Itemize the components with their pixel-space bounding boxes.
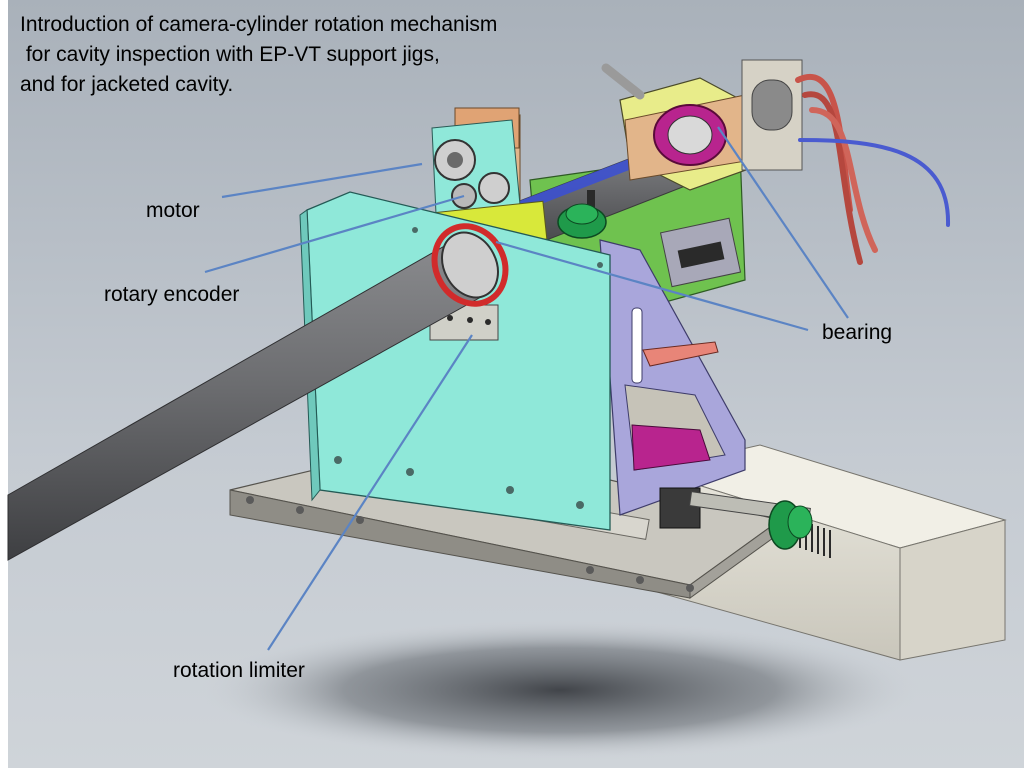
floor-shadow bbox=[200, 620, 920, 760]
main-cylinder bbox=[7, 223, 509, 561]
limiter-callout-line bbox=[267, 334, 473, 651]
side-frame bbox=[599, 239, 746, 516]
callout-bearing: bearing bbox=[822, 321, 893, 344]
adjuster-rail bbox=[659, 487, 813, 550]
bearing-callout-line-2 bbox=[717, 126, 849, 319]
callout-lines bbox=[204, 126, 849, 651]
cables bbox=[795, 74, 951, 265]
bearing-housing bbox=[601, 59, 803, 191]
encoder-callout-line bbox=[204, 194, 465, 274]
callout-rotary-encoder: rotary encoder bbox=[104, 283, 240, 306]
callout-rotation-limiter: rotation limiter bbox=[173, 659, 305, 682]
knob-green-top bbox=[557, 190, 607, 239]
callout-motor: motor bbox=[146, 199, 200, 222]
motor-callout-line bbox=[221, 162, 423, 199]
slide-title: Introduction of camera-cylinder rotation… bbox=[20, 10, 580, 100]
title-line-2: for cavity inspection with EP-VT support… bbox=[20, 43, 440, 66]
left-margin bbox=[0, 0, 8, 768]
title-line-3: and for jacketed cavity. bbox=[20, 73, 234, 96]
title-line-1: Introduction of camera-cylinder rotation… bbox=[20, 13, 498, 36]
bearing-callout-line-1 bbox=[495, 240, 809, 332]
